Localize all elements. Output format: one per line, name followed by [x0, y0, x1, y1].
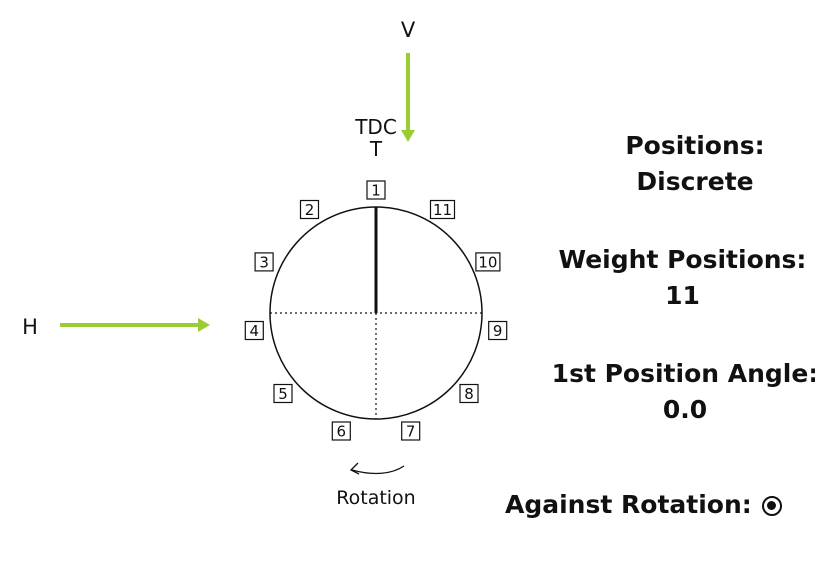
position-box [273, 383, 293, 404]
against-rotation-label: Against Rotation: [505, 490, 752, 519]
weight-positions-value: 11 [665, 281, 700, 310]
position-labels: 1 2 3 4 5 6 7 8 9 10 11 [244, 180, 508, 441]
position-box [254, 252, 274, 272]
against-rotation-setting: Against Rotation: [505, 487, 815, 523]
position-number: 3 [259, 253, 269, 271]
position-number: 11 [433, 201, 452, 219]
position-marker-1: 1 [366, 180, 386, 200]
position-marker-7: 7 [401, 421, 421, 441]
position-box [488, 320, 508, 341]
position-marker-8: 8 [459, 383, 479, 404]
position-box [331, 421, 351, 441]
position-box [244, 320, 264, 341]
tdc-label: TDC [354, 115, 397, 139]
position-number: 4 [250, 322, 260, 340]
against-rotation-radio[interactable] [761, 496, 782, 516]
position-marker-11: 11 [429, 199, 456, 220]
first-angle-value: 0.0 [662, 395, 708, 424]
position-number: 9 [493, 322, 503, 340]
position-marker-3: 3 [254, 252, 274, 272]
position-box [429, 199, 456, 220]
tdc-sublabel: T [369, 137, 383, 161]
position-number: 8 [464, 385, 474, 403]
weight-positions-label: Weight Positions: [558, 245, 807, 274]
position-number: 6 [337, 423, 347, 441]
position-marker-4: 4 [244, 320, 264, 341]
first-angle-label: 1st Position Angle: [551, 359, 815, 388]
position-box [401, 421, 421, 441]
horizontal-marker-arrowhead [198, 318, 210, 332]
vertical-marker-label: V [401, 18, 416, 42]
position-box [475, 252, 501, 272]
position-number: 5 [278, 385, 288, 403]
position-marker-5: 5 [273, 383, 293, 404]
positions-setting: Positions: Discrete [590, 128, 800, 200]
positions-value: Discrete [636, 167, 754, 196]
rotation-arrowhead-icon [349, 462, 360, 475]
position-box [459, 383, 479, 404]
first-position-angle-setting: 1st Position Angle: 0.0 [540, 356, 815, 428]
position-marker-6: 6 [331, 421, 351, 441]
position-marker-9: 9 [488, 320, 508, 341]
position-number: 1 [371, 182, 381, 200]
rotation-label: Rotation [336, 487, 415, 509]
rotation-arrow-icon [351, 465, 405, 475]
position-number: 10 [478, 253, 497, 271]
horizontal-marker-label: H [22, 315, 38, 339]
position-number: 7 [406, 423, 416, 441]
position-marker-10: 10 [475, 252, 501, 272]
position-number: 2 [305, 201, 315, 219]
vertical-marker-arrowhead [401, 130, 415, 142]
position-box [299, 199, 320, 220]
position-box [366, 180, 386, 200]
positions-label: Positions: [625, 131, 765, 160]
weight-positions-setting: Weight Positions: 11 [545, 242, 815, 314]
position-marker-2: 2 [299, 199, 320, 220]
